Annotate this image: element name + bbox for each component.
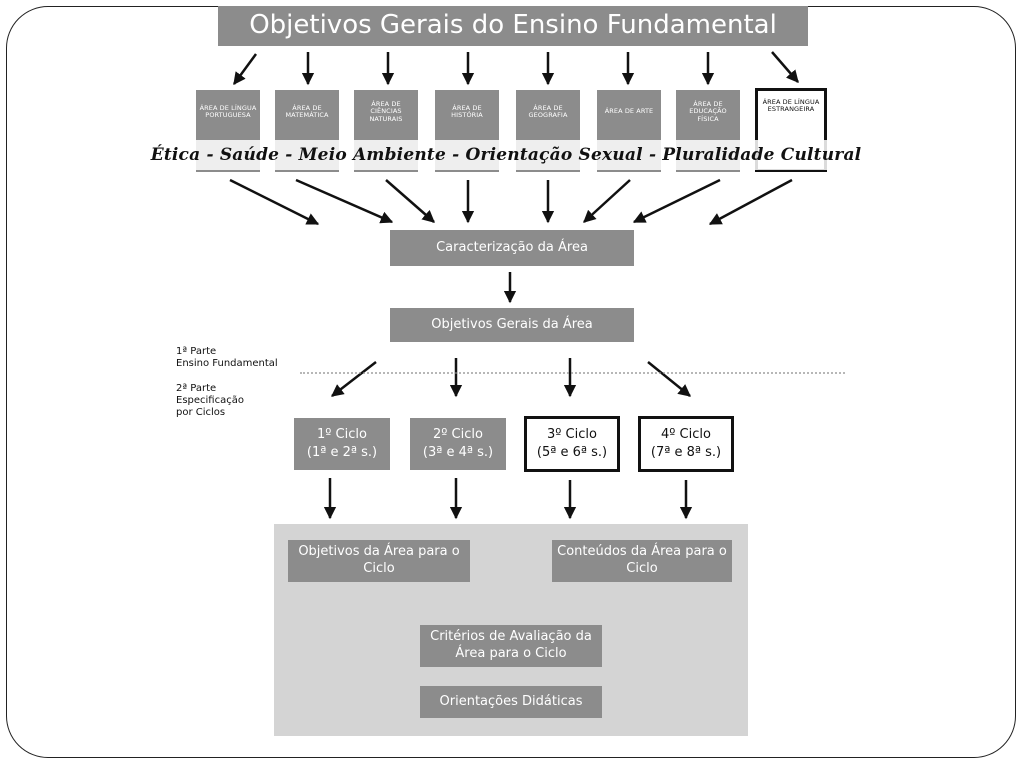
side-note-part1: 1ª Parte Ensino Fundamental xyxy=(176,346,278,369)
arrow-title-area-1 xyxy=(232,53,258,86)
arrow-title-area-8 xyxy=(771,51,799,83)
ciclo-series: (7ª e 8ª s.) xyxy=(650,445,722,460)
ciclo-name: 3º Ciclo xyxy=(547,427,597,443)
objetivos-ciclo-box: Objetivos da Área para o Ciclo xyxy=(288,540,470,582)
arrow-area-carac-2 xyxy=(295,178,394,224)
area-educacao-fisica: ÁREA DE EDUCAÇÃO FÍSICA xyxy=(676,90,740,134)
area-matematica: ÁREA DE MATEMÁTICA xyxy=(275,90,339,134)
ciclo-name: 4º Ciclo xyxy=(661,427,711,443)
orientacoes-didaticas-box: Orientações Didáticas xyxy=(420,686,602,718)
ciclo-series: (1ª e 2ª s.) xyxy=(306,445,378,460)
criterios-avaliacao-box: Critérios de Avaliação da Área para o Ci… xyxy=(420,625,602,667)
divider-dotted xyxy=(300,372,845,384)
ciclo-2-box: 2º Ciclo (3ª e 4ª s.) xyxy=(410,418,506,470)
transversal-themes-banner: Ética - Saúde - Meio Ambiente - Orientaç… xyxy=(151,140,861,170)
conteudos-ciclo-box: Conteúdos da Área para o Ciclo xyxy=(552,540,732,582)
arrow-area-carac-8 xyxy=(708,178,793,226)
frame-gap-left xyxy=(157,7,217,21)
arrow-area-carac-6 xyxy=(583,179,631,223)
arrow-area-carac-3 xyxy=(385,179,435,223)
arrow-objetivos-ciclo-1 xyxy=(331,361,377,397)
area-geografia: ÁREA DE GEOGRAFIA xyxy=(516,90,580,134)
ciclo-series: (5ª e 6ª s.) xyxy=(536,445,608,460)
caracterizacao-box: Caracterização da Área xyxy=(390,230,634,266)
ciclo-name: 2º Ciclo xyxy=(433,427,483,443)
ciclo-3-box: 3º Ciclo (5ª e 6ª s.) xyxy=(524,416,620,472)
arrow-area-carac-1 xyxy=(229,178,320,226)
ciclo-name: 1º Ciclo xyxy=(317,427,367,443)
objetivos-area-box: Objetivos Gerais da Área xyxy=(390,308,634,342)
area-arte: ÁREA DE ARTE xyxy=(597,90,661,134)
area-historia: ÁREA DE HISTÓRIA xyxy=(435,90,499,134)
diagram-title: Objetivos Gerais do Ensino Fundamental xyxy=(218,6,808,46)
area-ciencias-naturais: ÁREA DE CIÊNCIAS NATURAIS xyxy=(354,90,418,134)
ciclo-1-box: 1º Ciclo (1ª e 2ª s.) xyxy=(294,418,390,470)
frame-gap-right xyxy=(815,7,865,21)
ciclo-series: (3ª e 4ª s.) xyxy=(422,445,494,460)
ciclo-4-box: 4º Ciclo (7ª e 8ª s.) xyxy=(638,416,734,472)
area-lingua-portuguesa: ÁREA DE LÍNGUA PORTUGUESA xyxy=(196,90,260,134)
arrow-objetivos-ciclo-4 xyxy=(647,361,691,397)
arrow-area-carac-7 xyxy=(632,178,721,224)
side-note-part2: 2ª Parte Especificação por Ciclos xyxy=(176,383,244,418)
